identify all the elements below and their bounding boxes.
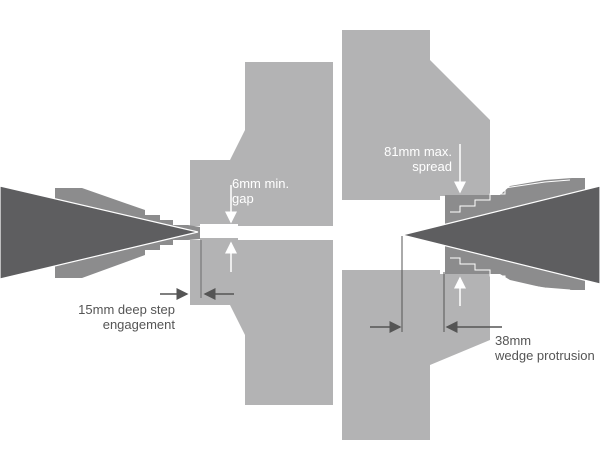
right-wedge [401,185,600,285]
min-gap-label: 6mm min.gap [232,176,290,206]
right-upper-block [342,30,490,200]
max-spread-label: 81mm max.spread [384,144,452,174]
left-wedge [0,185,199,280]
left-lower-block [190,238,333,405]
left-upper-block [190,62,333,226]
right-lower-block [342,270,490,440]
